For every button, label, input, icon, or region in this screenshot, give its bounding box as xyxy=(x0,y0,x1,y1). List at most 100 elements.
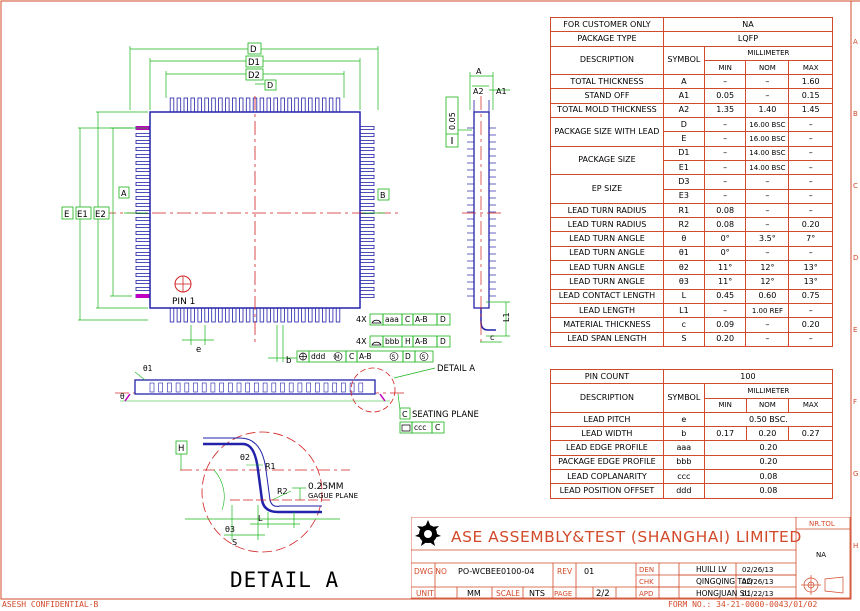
datum-D-label: D xyxy=(267,81,273,90)
approval-date: 01/22/13 xyxy=(742,590,773,598)
pin-count-label: PIN COUNT xyxy=(550,368,664,385)
dim-A1-label: A1 xyxy=(496,87,507,96)
svg-text:G: G xyxy=(853,470,858,478)
company-name: ASE ASSEMBLY&TEST (SHANGHAI) LIMITED xyxy=(451,528,802,546)
dim-L1-label: L1 xyxy=(502,312,511,322)
detail-a-callout: DETAIL A xyxy=(437,364,475,374)
package-type-value: LQFP xyxy=(662,31,834,47)
svg-text:A-B: A-B xyxy=(415,337,428,346)
max-header: MAX xyxy=(788,59,833,76)
svg-text:B: B xyxy=(853,110,858,118)
lead-spec-table: PIN COUNT 100 DESCRIPTION SYMBOL MILLIME… xyxy=(550,368,834,499)
footer-form-no: FORM NO.: 34-21-0000-0043/01/02 xyxy=(668,600,818,609)
svg-text:M: M xyxy=(335,354,340,361)
datum-H-label: H xyxy=(178,444,184,454)
desc-header: DESCRIPTION xyxy=(550,45,664,76)
detail-a-circle xyxy=(350,367,396,413)
min-header: MIN xyxy=(703,59,747,76)
unit-header: MILLIMETER xyxy=(703,45,834,61)
detail-a-view: H θ2 R1 R2 0.25MM GAGUE PLANE L S θ3 DET… xyxy=(175,431,358,592)
datum-B-label: B xyxy=(380,191,386,200)
dim-D2-label: D2 xyxy=(248,71,260,81)
L-label: L xyxy=(258,514,263,523)
svg-text:ddd: ddd xyxy=(311,352,326,361)
seating-plane-label: SEATING PLANE xyxy=(412,410,479,420)
scale-value: NTS xyxy=(529,589,545,598)
desc-header-2: DESCRIPTION xyxy=(550,383,664,413)
svg-text:bbb: bbb xyxy=(385,337,400,346)
R1-label: R1 xyxy=(265,462,276,471)
approver-name: QINGQING TAO xyxy=(696,577,752,586)
table-row: E3––– xyxy=(551,188,833,204)
side-view: A A2 A1 0.05 L1 c xyxy=(445,67,511,345)
dimension-spec-table: FOR CUSTOMER ONLY NA PACKAGE TYPE LQFP D… xyxy=(550,16,834,347)
svg-text:S: S xyxy=(422,354,426,361)
detail-a-title: DETAIL A xyxy=(230,568,339,592)
nom-header-2: NOM xyxy=(745,397,790,413)
svg-text:ccc: ccc xyxy=(414,423,426,432)
flatness-value: 0.05 xyxy=(448,112,457,130)
projection-symbol-icon xyxy=(801,575,844,595)
gauge-plane-label: GAGUE PLANE xyxy=(308,492,358,500)
S-label: S xyxy=(232,538,237,547)
svg-text:4X: 4X xyxy=(356,337,367,346)
dim-E2-label: E2 xyxy=(95,210,106,220)
scale-label: SCALE xyxy=(496,589,520,598)
page-value: 2/2 xyxy=(596,589,610,599)
svg-text:C: C xyxy=(349,352,354,361)
table-row: LEAD WIDTH b 0.17 0.20 0.27 xyxy=(550,426,833,442)
table-row: LEAD PITCH e 0.50 BSC. xyxy=(550,411,834,428)
theta2-label: θ2 xyxy=(240,453,250,462)
gauge-value: 0.25MM xyxy=(308,482,344,492)
rev-value: 01 xyxy=(584,567,594,576)
min-header-2: MIN xyxy=(703,397,747,413)
svg-text:D: D xyxy=(440,337,446,346)
svg-text:A: A xyxy=(853,38,858,46)
theta3-label: θ3 xyxy=(225,525,235,534)
leads-right-side xyxy=(359,126,375,298)
table-row: E–16.00 BSC– xyxy=(551,131,833,147)
approval-date: 02/26/13 xyxy=(742,578,773,586)
page-label: PAGE xyxy=(554,590,572,598)
dim-D1-label: D1 xyxy=(248,58,260,68)
dwg-no-label: DWG NO xyxy=(414,567,447,576)
symbol-header: SYMBOL xyxy=(662,45,705,76)
top-view: PIN 1 D D1 D2 D xyxy=(61,42,451,366)
dim-b-label: b xyxy=(286,356,291,366)
R2-label: R2 xyxy=(277,487,288,496)
svg-text:D: D xyxy=(405,352,411,361)
title-block: ASE ASSEMBLY&TEST (SHANGHAI) LIMITED NR.… xyxy=(411,517,851,599)
symbol-header-2: SYMBOL xyxy=(662,383,705,413)
fcf-ccc: ccc C xyxy=(399,421,445,434)
approval-date: 02/26/13 xyxy=(742,566,773,574)
approver-name: HUILI LV xyxy=(696,565,727,574)
fcf-ddd: ddd M C A-B S D S xyxy=(296,350,434,363)
pin1-label: PIN 1 xyxy=(172,297,195,307)
nr-tol-value: NA xyxy=(816,551,826,559)
dim-E1-label: E1 xyxy=(77,210,88,220)
nr-tol-label: NR.TOL xyxy=(809,520,835,528)
svg-text:A-B: A-B xyxy=(359,352,372,361)
dim-D-label: D xyxy=(250,45,257,55)
max-header-2: MAX xyxy=(788,397,833,413)
svg-text:C: C xyxy=(435,423,440,432)
dim-A2-label: A2 xyxy=(473,87,484,96)
nom-header: NOM xyxy=(745,59,790,76)
